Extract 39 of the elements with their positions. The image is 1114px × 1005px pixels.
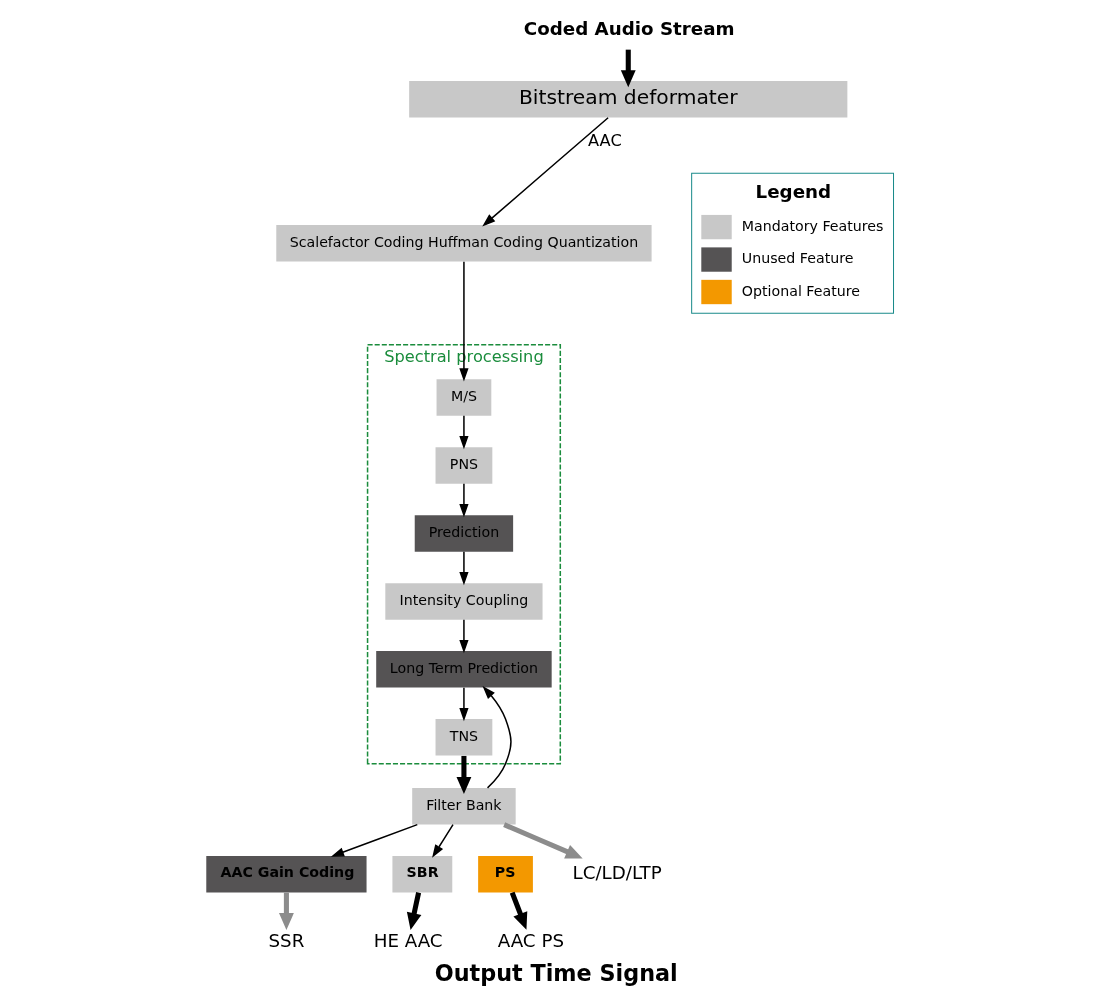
- node-text: Coded Audio Stream: [523, 17, 735, 39]
- arrow: [459, 482, 469, 517]
- caption: Output Time Signal: [434, 959, 678, 986]
- node-box: PS: [478, 855, 533, 892]
- arrow: [432, 823, 454, 858]
- node-box: TNS: [435, 718, 493, 756]
- node-box: Filter Bank: [412, 787, 516, 825]
- node-box: Intensity Coupling: [385, 582, 543, 620]
- edge-label: AAC: [588, 130, 622, 150]
- arrow: [459, 260, 469, 382]
- arrow: [456, 755, 472, 794]
- arrow: [279, 892, 294, 930]
- node-box: Prediction: [414, 514, 514, 552]
- legend-label: Mandatory Features: [741, 217, 884, 234]
- node-box: Scalefactor Coding Huffman Coding Quantization: [276, 224, 652, 262]
- node-box: Bitstream deformater: [409, 80, 848, 118]
- node-text: HE AAC: [373, 929, 443, 951]
- node-box: SBR: [392, 855, 453, 892]
- node-text: SSR: [268, 929, 305, 951]
- node-text: AAC PS: [497, 929, 565, 951]
- arrow: [509, 891, 528, 930]
- arrow: [620, 49, 636, 87]
- node-text: LC/LD/LTP: [572, 861, 662, 883]
- arrow: [459, 686, 469, 721]
- arrow: [503, 821, 583, 859]
- arrow: [330, 823, 419, 857]
- legend-label: Unused Feature: [741, 249, 854, 266]
- arrow: [459, 414, 469, 449]
- arrow: [482, 685, 512, 789]
- legend-label: Optional Feature: [741, 282, 860, 299]
- node-box: Long Term Prediction: [376, 650, 552, 688]
- arrow: [406, 891, 422, 930]
- node-box: PNS: [435, 446, 493, 484]
- arrow: [459, 550, 469, 585]
- node-box: AAC Gain Coding: [206, 855, 367, 892]
- node-box: M/S: [436, 378, 492, 416]
- arrow: [482, 116, 609, 226]
- label: Legend: [755, 180, 832, 202]
- arrow: [459, 618, 469, 653]
